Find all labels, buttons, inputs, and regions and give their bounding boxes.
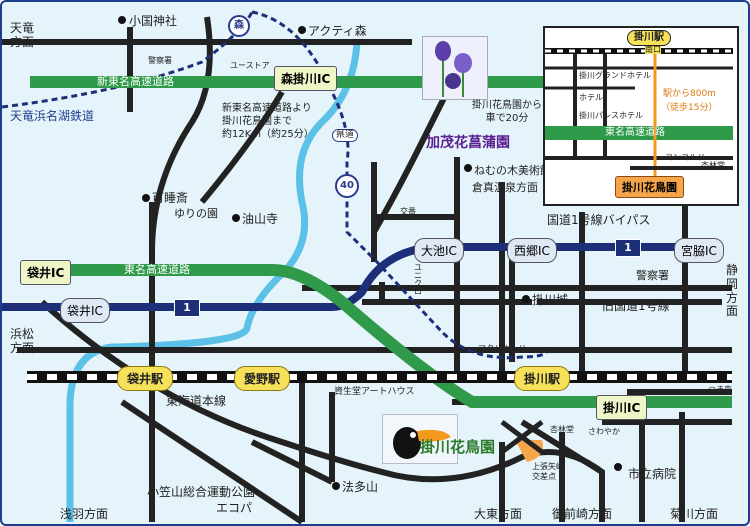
inset-exit: 南口	[645, 45, 661, 54]
prefectural-40-icon: 40	[335, 174, 359, 198]
landmark-dot-icon	[614, 463, 622, 471]
inset-distance-2: （徒歩15分）	[661, 103, 718, 113]
route1-bypass	[2, 243, 702, 311]
label-yurinosono: ゆりの園	[174, 207, 218, 220]
inset-highway: 東名高速道路	[605, 127, 665, 138]
label-koban: 交番	[400, 207, 416, 216]
ic-saigo: 西郷IC	[507, 238, 557, 263]
landmark-dot-icon	[232, 214, 240, 222]
label-tomei: 東名高速道路	[124, 263, 190, 276]
label-shin-tomei: 新東名高速道路	[97, 75, 174, 88]
landmark-dot-icon	[142, 194, 150, 202]
inset-kyorindo: 杏林堂	[701, 161, 725, 170]
route1-shield-icon: 1	[174, 299, 200, 317]
kachoen-title: 掛川花鳥園	[420, 438, 496, 456]
label-acty-mori: アクティ森	[308, 24, 367, 38]
label-ogasayama-1: 小笠山総合運動公園	[147, 485, 256, 499]
inset-map: 掛川駅 南口 掛川グランドホテル ホテル 掛川パレスホテル 駅から800m （徒…	[543, 26, 739, 206]
label-kenmichi: 県道	[332, 129, 359, 142]
shin-tomei-note-3: 約12Km（約25分）	[222, 129, 314, 140]
landmark-dot-icon	[332, 482, 340, 490]
ic-oike: 大池IC	[414, 238, 464, 263]
station-kakegawa: 掛川駅	[514, 366, 571, 391]
label-kasuisai: 可睡斎	[152, 191, 189, 205]
inset-destination: 掛川花鳥園	[615, 176, 684, 198]
label-shiseido: 資生堂アートハウス	[334, 387, 415, 397]
label-macdonald: マクドナルド	[478, 344, 526, 353]
inset-roads	[545, 48, 733, 176]
local-roads	[2, 16, 732, 524]
landmark-dot-icon	[522, 295, 530, 303]
label-kakegawa-castle: 掛川城	[532, 293, 569, 307]
shin-tomei-note-2: 掛川花鳥園まで	[222, 116, 292, 127]
label-tokaido: 東海道本線	[166, 394, 227, 408]
toucan-icon	[393, 427, 451, 459]
shin-tomei-note: 新東名高速道路より 掛川花鳥園まで 約12Km（約25分）	[222, 102, 314, 141]
ic-miyawaki: 宮脇IC	[674, 238, 724, 263]
direction-asaba: 浅羽方面	[60, 507, 109, 521]
inset-grand-hotel: 掛川グランドホテル	[579, 71, 651, 80]
ic-fukuroi-top: 袋井IC	[20, 260, 72, 285]
label-police-right: 警察署	[636, 269, 669, 282]
direction-omaezaki: 御前崎方面	[552, 507, 613, 521]
label-old-route1: 旧国道1号線	[602, 299, 670, 313]
label-unicro: ユニクロ	[414, 263, 422, 296]
label-route1-bypass: 国道1号線バイパス	[547, 213, 651, 227]
direction-shizuoka: 静岡方面	[726, 263, 739, 319]
direction-hamamatsu: 浜松方面	[10, 327, 35, 355]
kamo-note-2: 車で20分	[485, 113, 529, 124]
direction-tenryu: 天竜方面	[10, 21, 35, 49]
label-tsumagoi: つま恋	[708, 385, 732, 394]
label-sakurinsha: 杏林堂	[550, 425, 574, 434]
station-fukuroi: 袋井駅	[117, 366, 174, 391]
inset-distance-1: 駅から800m	[663, 89, 716, 99]
ic-fukuroi-bypass: 袋井IC	[60, 298, 110, 323]
mori-route-icon: 森	[228, 15, 250, 37]
toucan-image	[382, 414, 458, 464]
ic-mori-kakegawa: 森掛川IC	[274, 66, 338, 91]
label-tenryu-hamanako: 天竜浜名湖鉄道	[10, 109, 95, 123]
direction-kurami: 倉真温泉方面	[472, 181, 538, 194]
inset-hotel: ホテル	[579, 93, 603, 102]
label-ogasayama-2: エコパ	[216, 501, 253, 515]
label-yusanji: 油山寺	[242, 212, 279, 226]
direction-daito: 大東方面	[474, 507, 523, 521]
ic-kakegawa: 掛川IC	[596, 395, 648, 420]
inset-palace-hotel: 掛川パレスホテル	[579, 111, 643, 120]
label-nemunoki: ねむの木美術館	[474, 164, 551, 177]
label-hatayama: 法多山	[342, 480, 379, 494]
inset-station: 掛川駅	[627, 30, 671, 46]
kamo-note: 掛川花鳥園から 車で20分	[472, 99, 542, 125]
kamo-note-1: 掛川花鳥園から	[472, 100, 542, 111]
label-sawayaka: さわやか	[588, 427, 620, 436]
kamo-title: 加茂花菖蒲園	[426, 135, 510, 151]
label-kamihari: 上張矢崎 交差点	[532, 462, 564, 481]
tomei-expressway	[22, 264, 732, 408]
direction-kikugawa: 菊川方面	[670, 507, 719, 521]
inset-concorde: コンコルド	[665, 153, 705, 162]
label-city-hospital: 市立病院	[628, 467, 677, 481]
landmark-dot-icon	[118, 16, 126, 24]
shin-tomei-note-1: 新東名高速道路より	[222, 103, 312, 114]
route1-shield-icon: 1	[615, 239, 641, 257]
label-oguni-jinja: 小国神社	[129, 14, 178, 28]
label-eustart: ユーストア	[230, 61, 270, 70]
station-aino: 愛野駅	[234, 366, 291, 391]
iris-flower-image	[422, 36, 488, 100]
landmark-dot-icon	[464, 164, 472, 172]
iris-icon	[435, 41, 472, 97]
landmark-dot-icon	[298, 26, 306, 34]
label-police-top: 警察署	[148, 56, 172, 65]
